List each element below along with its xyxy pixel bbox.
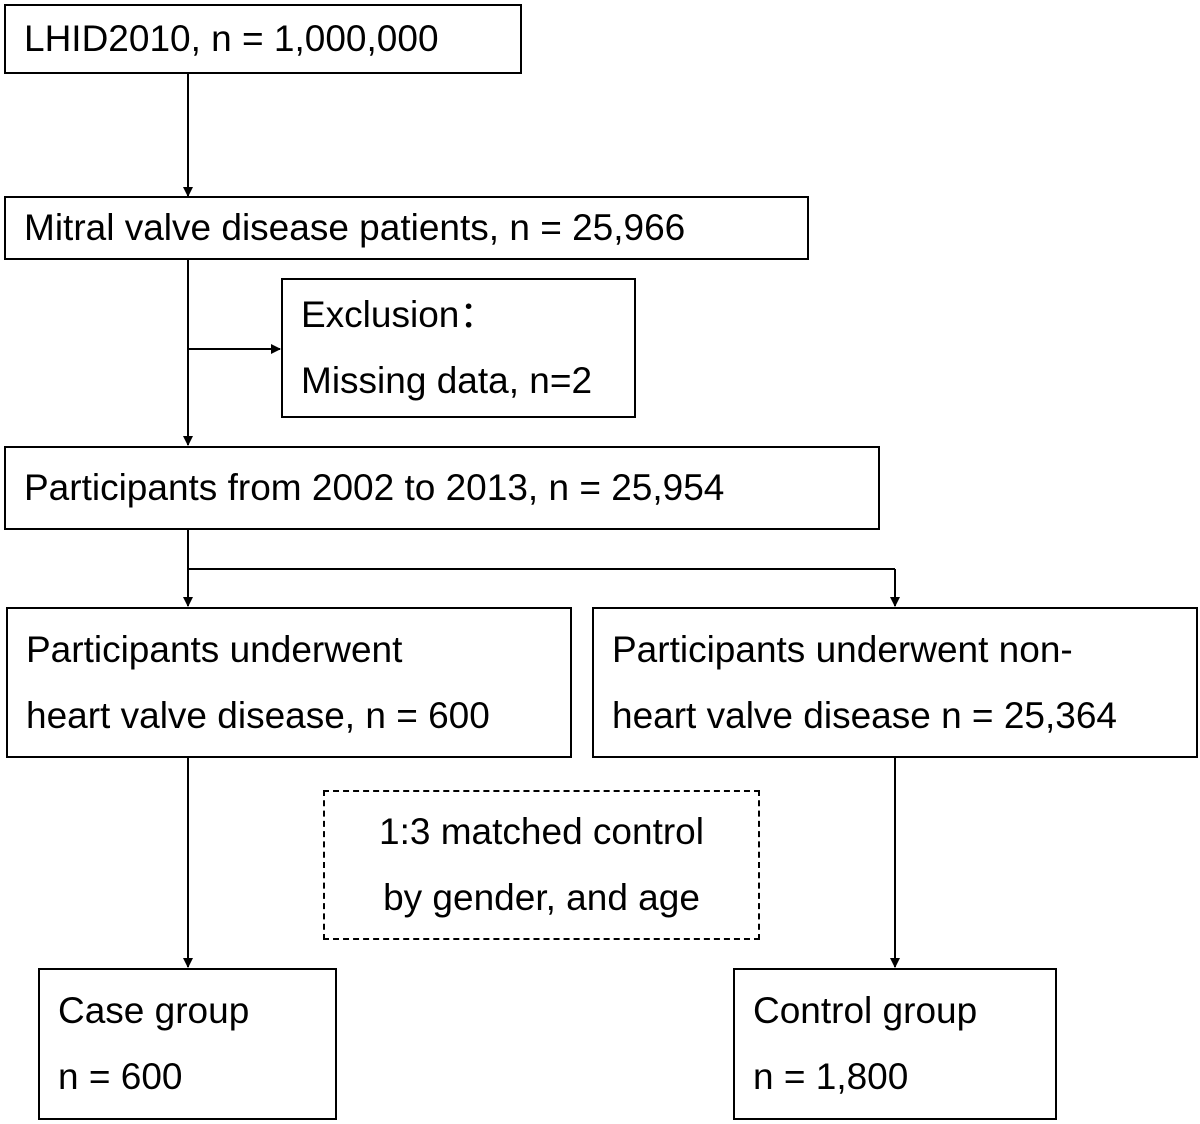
nonvalve-line1: Participants underwent non- [612, 628, 1073, 670]
case-count: n = 600 [58, 1056, 183, 1097]
mitral-label: Mitral valve disease patients, n = 25,96… [24, 207, 686, 248]
control-box: Control group n = 1,800 [733, 968, 1057, 1120]
participants-label: Participants from 2002 to 2013, n = 25,9… [24, 467, 725, 508]
exclusion-detail: Missing data, n=2 [301, 360, 593, 401]
control-count: n = 1,800 [753, 1056, 909, 1097]
participants-box: Participants from 2002 to 2013, n = 25,9… [4, 446, 880, 530]
case-box: Case group n = 600 [38, 968, 337, 1120]
valve-box: Participants underwent heart valve disea… [6, 607, 572, 758]
exclusion-box: Exclusion： Missing data, n=2 [281, 278, 636, 418]
valve-line1: Participants underwent [26, 628, 403, 670]
matching-box: 1:3 matched control by gender, and age [323, 790, 760, 940]
case-title: Case group [58, 990, 250, 1031]
matching-line2: by gender, and age [383, 877, 700, 918]
matching-line1: 1:3 matched control [379, 811, 704, 852]
nonvalve-box: Participants underwent non- heart valve … [592, 607, 1198, 758]
exclusion-title: Exclusion： [301, 294, 497, 335]
source-box: LHID2010, n = 1,000,000 [4, 4, 522, 74]
mitral-box: Mitral valve disease patients, n = 25,96… [4, 196, 809, 260]
valve-line2: heart valve disease, n = 600 [26, 694, 490, 736]
control-title: Control group [753, 990, 978, 1031]
source-label: LHID2010, n = 1,000,000 [24, 18, 439, 59]
nonvalve-line2: heart valve disease n = 25,364 [612, 694, 1117, 736]
